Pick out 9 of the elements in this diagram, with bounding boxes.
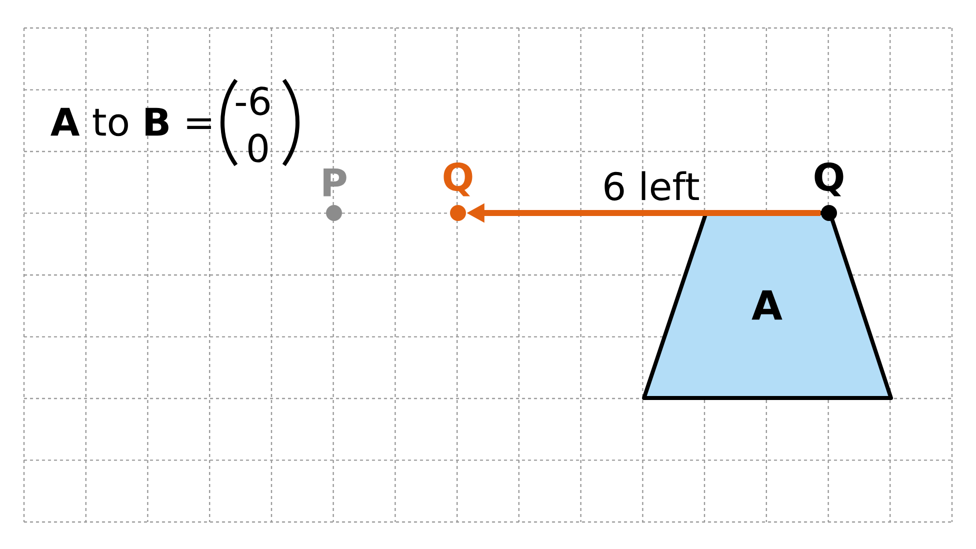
equation-text: A to B = [50, 108, 211, 136]
node-label: P [324, 168, 346, 196]
vector-entry: -6 [236, 86, 270, 116]
vector-entry: 0 [248, 134, 268, 162]
node-label: Q [814, 162, 844, 196]
node-label: Q [444, 162, 472, 196]
labelled-point: Q [444, 162, 472, 221]
labelled-point: P [324, 168, 346, 221]
edge-label: 6 left [600, 169, 702, 203]
